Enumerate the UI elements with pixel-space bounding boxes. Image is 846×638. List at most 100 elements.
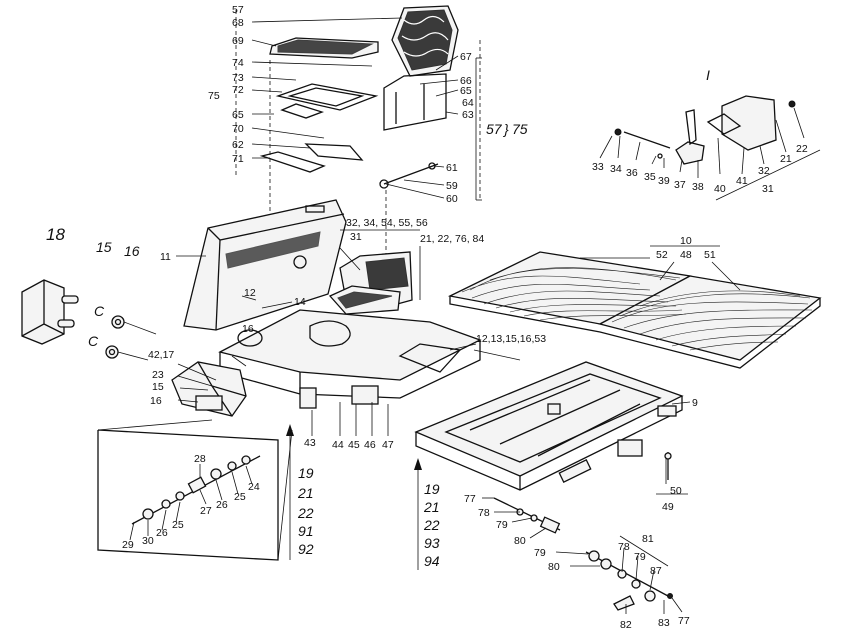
label-74: 74 — [232, 57, 244, 69]
inset-handle-bracket-part — [614, 95, 796, 165]
label-36: 36 — [626, 167, 638, 179]
label-41: 41 — [736, 175, 748, 187]
label-26b: 26 — [156, 527, 168, 539]
leader-lines-frame — [473, 349, 691, 495]
step-plate-part — [171, 361, 247, 417]
stack1-3: 91 — [298, 523, 314, 539]
operator-seat-part — [328, 251, 413, 315]
stack2-0: 19 — [424, 481, 440, 497]
label-73: 73 — [232, 72, 244, 84]
seat-slide-frame-part — [259, 83, 379, 173]
stack1-4: 92 — [298, 541, 314, 557]
label-31b: 31 — [350, 231, 362, 243]
label-15b: 15 — [152, 381, 164, 393]
label-87: 87 — [650, 565, 662, 577]
label-80: 80 — [514, 535, 526, 547]
arrow-up-left — [286, 424, 294, 560]
label-77b: 77 — [678, 615, 690, 627]
label-72: 72 — [232, 84, 244, 96]
label-83: 83 — [658, 617, 670, 629]
arrow-up-mid — [414, 458, 422, 570]
label-50: 50 — [670, 485, 682, 497]
nuts-part — [105, 315, 157, 361]
stack2-1: 21 — [423, 499, 440, 515]
label-60: 60 — [446, 193, 458, 205]
label-44: 44 — [332, 439, 344, 451]
label-16: 16 — [124, 243, 140, 259]
stack2-3: 93 — [424, 535, 440, 551]
leader-lines-top — [251, 17, 482, 201]
label-78: 78 — [478, 507, 490, 519]
label-65: 65 — [232, 109, 244, 121]
seat-box-cover-part — [183, 199, 347, 331]
seat-backrest-bracket-part — [383, 73, 447, 131]
label-47: 47 — [382, 439, 394, 451]
label-23: 23 — [152, 369, 164, 381]
leader-lines-floor — [580, 245, 741, 291]
leader-lines-left — [176, 229, 477, 436]
label-62: 62 — [232, 139, 244, 151]
label-28: 28 — [194, 453, 206, 465]
svg-text:C: C — [88, 333, 99, 349]
label-27: 27 — [200, 505, 212, 517]
label-inset-roman: I — [706, 67, 710, 83]
label-26: 26 — [216, 499, 228, 511]
label-81: 81 — [642, 533, 654, 545]
label-57: 57 — [232, 4, 244, 16]
label-10: 10 — [680, 235, 692, 247]
label-21-group: 21, 22, 76, 84 — [420, 233, 484, 245]
stack1-2: 22 — [297, 505, 314, 521]
svg-text:C: C — [94, 303, 105, 319]
label-65b: 65 — [460, 85, 472, 97]
labels: 57 68 69 74 73 72 75 65 70 62 71 67 66 6… — [46, 4, 808, 631]
label-51: 51 — [704, 249, 716, 261]
bolt-set-lower — [555, 535, 683, 614]
label-34: 34 — [610, 163, 622, 175]
pin-49-50-part — [664, 452, 672, 480]
label-18: 18 — [46, 225, 65, 244]
chassis-frame-part — [414, 361, 684, 491]
label-12: 12 — [244, 287, 256, 299]
bolt-set-upper — [482, 497, 561, 539]
label-79b: 79 — [534, 547, 546, 559]
label-30: 30 — [142, 535, 154, 547]
label-21: 21 — [780, 153, 792, 165]
svg-text:}: } — [502, 121, 509, 137]
label-40: 40 — [714, 183, 726, 195]
label-35: 35 — [644, 171, 656, 183]
label-77: 77 — [464, 493, 476, 505]
label-75-group: 75 — [512, 121, 528, 137]
label-39: 39 — [658, 175, 670, 187]
label-67: 67 — [460, 51, 472, 63]
label-82: 82 — [620, 619, 632, 631]
label-57-group: 57 — [486, 121, 503, 137]
label-16b: 16 — [242, 323, 254, 335]
label-9: 9 — [692, 397, 698, 409]
label-37: 37 — [674, 179, 686, 191]
label-64: 64 — [462, 97, 474, 109]
label-45: 45 — [348, 439, 360, 451]
label-66: 66 — [460, 75, 472, 87]
seat-adjust-rod-part — [379, 162, 439, 189]
label-61: 61 — [446, 162, 458, 174]
stack1-1: 21 — [297, 485, 314, 501]
label-63: 63 — [462, 109, 474, 121]
label-52: 52 — [656, 249, 668, 261]
label-25: 25 — [234, 491, 246, 503]
label-69: 69 — [232, 35, 244, 47]
label-49: 49 — [662, 501, 674, 513]
label-32: 32 — [758, 165, 770, 177]
label-22: 22 — [796, 143, 808, 155]
label-32-group: 32, 34, 54, 55, 56 — [346, 217, 428, 229]
seat-cushion-part — [391, 5, 459, 77]
label-31: 31 — [762, 183, 774, 195]
label-80b: 80 — [548, 561, 560, 573]
label-68: 68 — [232, 17, 244, 29]
stack2-2: 22 — [423, 517, 440, 533]
leader-lines-inset — [599, 107, 821, 201]
label-16c: 16 — [150, 395, 162, 407]
chassis-left-body-part — [218, 309, 482, 409]
label-42-17: 42,17 — [148, 349, 174, 361]
label-24: 24 — [248, 481, 260, 493]
